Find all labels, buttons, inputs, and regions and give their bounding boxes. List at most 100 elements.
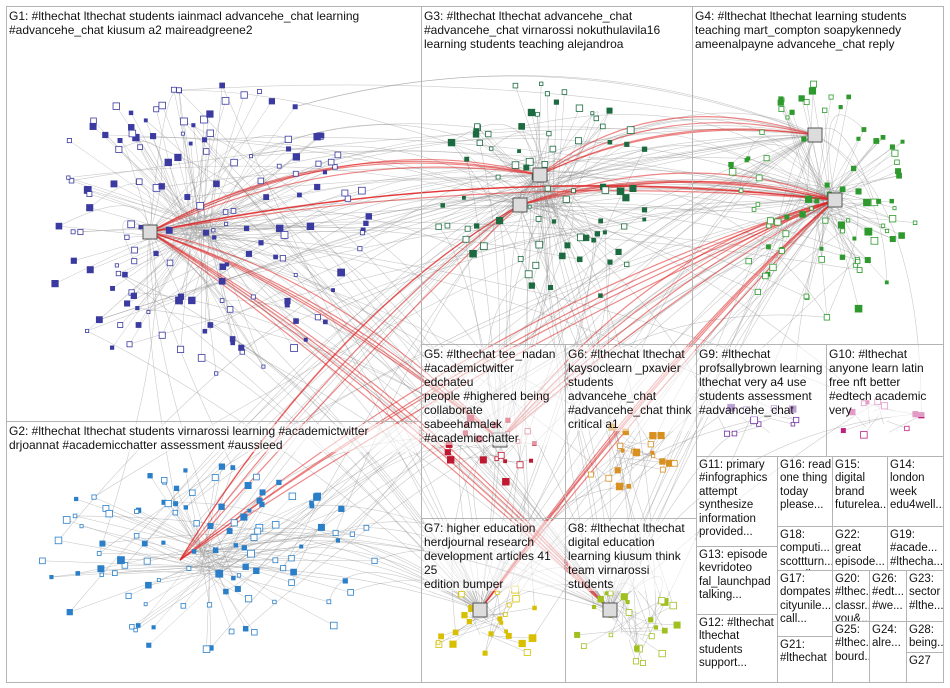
node	[332, 164, 338, 170]
node	[621, 223, 628, 230]
edge	[496, 441, 519, 468]
node	[86, 191, 93, 198]
node	[653, 625, 659, 630]
node	[322, 170, 328, 175]
node	[273, 254, 278, 260]
node	[544, 185, 551, 192]
node	[156, 578, 161, 583]
node	[299, 544, 304, 549]
node	[482, 650, 488, 656]
edge	[759, 177, 820, 187]
edge	[627, 442, 651, 445]
edge	[145, 554, 225, 605]
edge	[520, 198, 551, 260]
node	[112, 570, 118, 576]
edge-heavy	[179, 204, 521, 561]
node	[839, 186, 846, 193]
edge	[194, 161, 332, 239]
edge	[823, 209, 860, 271]
node	[649, 432, 657, 440]
node	[68, 177, 75, 184]
node	[532, 261, 540, 269]
edge	[549, 202, 580, 260]
node	[172, 509, 179, 516]
node	[590, 111, 595, 116]
node	[591, 237, 596, 243]
node	[206, 129, 214, 137]
node	[342, 578, 348, 584]
node	[762, 272, 769, 280]
node	[147, 473, 153, 479]
node	[173, 485, 180, 492]
edge	[781, 108, 821, 189]
edge	[204, 527, 367, 552]
node	[580, 643, 587, 650]
node	[293, 318, 299, 324]
node	[535, 111, 540, 117]
edge	[555, 193, 611, 263]
node	[212, 547, 219, 553]
edge	[208, 192, 345, 244]
node	[109, 345, 115, 350]
node	[330, 621, 338, 630]
node	[588, 471, 594, 478]
edge	[282, 174, 541, 569]
edge	[98, 231, 156, 554]
node	[99, 572, 104, 577]
edge	[149, 157, 749, 233]
node	[202, 645, 211, 653]
node	[332, 529, 339, 536]
node	[626, 483, 632, 489]
edge	[241, 199, 836, 348]
edge	[812, 207, 822, 249]
edge	[128, 551, 220, 597]
node	[541, 161, 549, 168]
edge	[291, 134, 816, 583]
edge	[519, 185, 540, 245]
edge	[528, 208, 531, 275]
edge	[577, 630, 620, 636]
node	[143, 602, 148, 607]
edge	[826, 96, 849, 210]
node	[202, 328, 208, 334]
node	[271, 521, 280, 529]
edge	[135, 137, 521, 206]
node	[598, 218, 604, 224]
node	[532, 605, 537, 611]
node	[889, 235, 896, 243]
node	[511, 161, 520, 169]
node	[151, 625, 156, 630]
node	[124, 300, 131, 307]
node	[756, 421, 762, 427]
node	[658, 649, 666, 658]
edge	[600, 598, 640, 615]
node	[896, 172, 902, 179]
node	[39, 557, 46, 565]
node	[659, 458, 666, 465]
edge-heavy	[149, 166, 541, 233]
node	[912, 220, 918, 225]
node	[891, 149, 899, 157]
node	[516, 461, 524, 469]
node	[280, 231, 289, 239]
edge	[204, 233, 288, 302]
edge	[89, 193, 213, 233]
edge	[547, 118, 816, 189]
edge	[156, 167, 836, 201]
edge	[173, 89, 201, 217]
node	[528, 282, 535, 289]
node	[723, 430, 730, 437]
node	[114, 263, 119, 268]
edge	[219, 540, 338, 559]
edge	[619, 627, 656, 630]
edge	[451, 439, 501, 633]
node	[85, 328, 90, 333]
edge	[519, 159, 574, 206]
node	[759, 129, 765, 135]
hub-node	[472, 602, 488, 618]
edge	[58, 540, 220, 570]
node	[607, 139, 613, 145]
edge	[155, 237, 196, 254]
node	[250, 534, 258, 541]
edge	[624, 615, 644, 664]
